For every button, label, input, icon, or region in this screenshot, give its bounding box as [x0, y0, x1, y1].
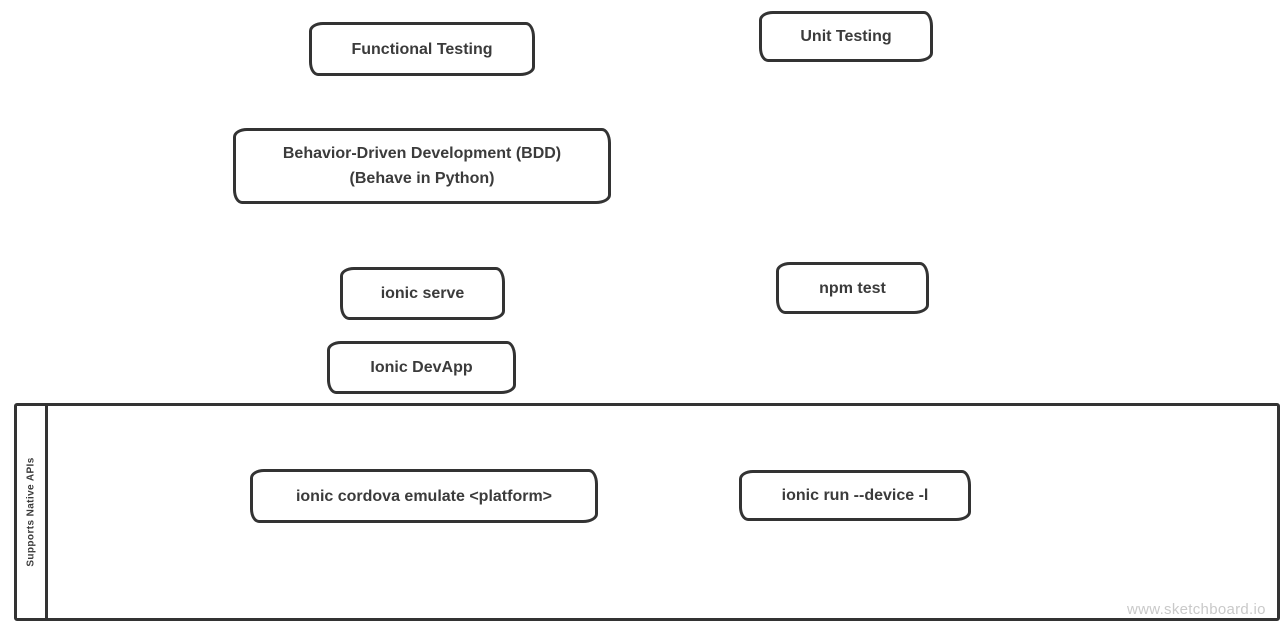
node-npm-test[interactable]: npm test	[776, 262, 929, 314]
node-functional-testing[interactable]: Functional Testing	[309, 22, 535, 76]
node-ionic-run-device-label: ionic run --device -l	[781, 487, 929, 504]
node-ionic-run-device[interactable]: ionic run --device -l	[739, 470, 971, 521]
node-bdd-label-line1: Behavior-Driven Development (BDD)	[282, 145, 562, 162]
node-ionic-cordova-emulate-label: ionic cordova emulate <platform>	[295, 487, 553, 505]
node-ionic-devapp[interactable]: Ionic DevApp	[327, 341, 516, 394]
sketchboard-watermark: www.sketchboard.io	[1127, 601, 1266, 618]
node-ionic-cordova-emulate[interactable]: ionic cordova emulate <platform>	[250, 469, 598, 523]
node-bdd[interactable]: Behavior-Driven Development (BDD) (Behav…	[233, 128, 611, 204]
container-title-label: Supports Native APIs	[25, 457, 37, 567]
node-unit-testing-label: Unit Testing	[800, 28, 892, 45]
node-bdd-label-line2: (Behave in Python)	[349, 170, 495, 187]
node-functional-testing-label: Functional Testing	[351, 40, 493, 58]
node-ionic-serve[interactable]: ionic serve	[340, 267, 505, 320]
node-ionic-serve-label: ionic serve	[380, 285, 465, 302]
container-supports-native-apis[interactable]: Supports Native APIs ionic cordova emula…	[14, 403, 1280, 621]
container-title-strip: Supports Native APIs	[17, 406, 48, 618]
node-ionic-devapp-label: Ionic DevApp	[370, 359, 473, 376]
node-npm-test-label: npm test	[819, 279, 886, 297]
node-unit-testing[interactable]: Unit Testing	[759, 11, 933, 62]
